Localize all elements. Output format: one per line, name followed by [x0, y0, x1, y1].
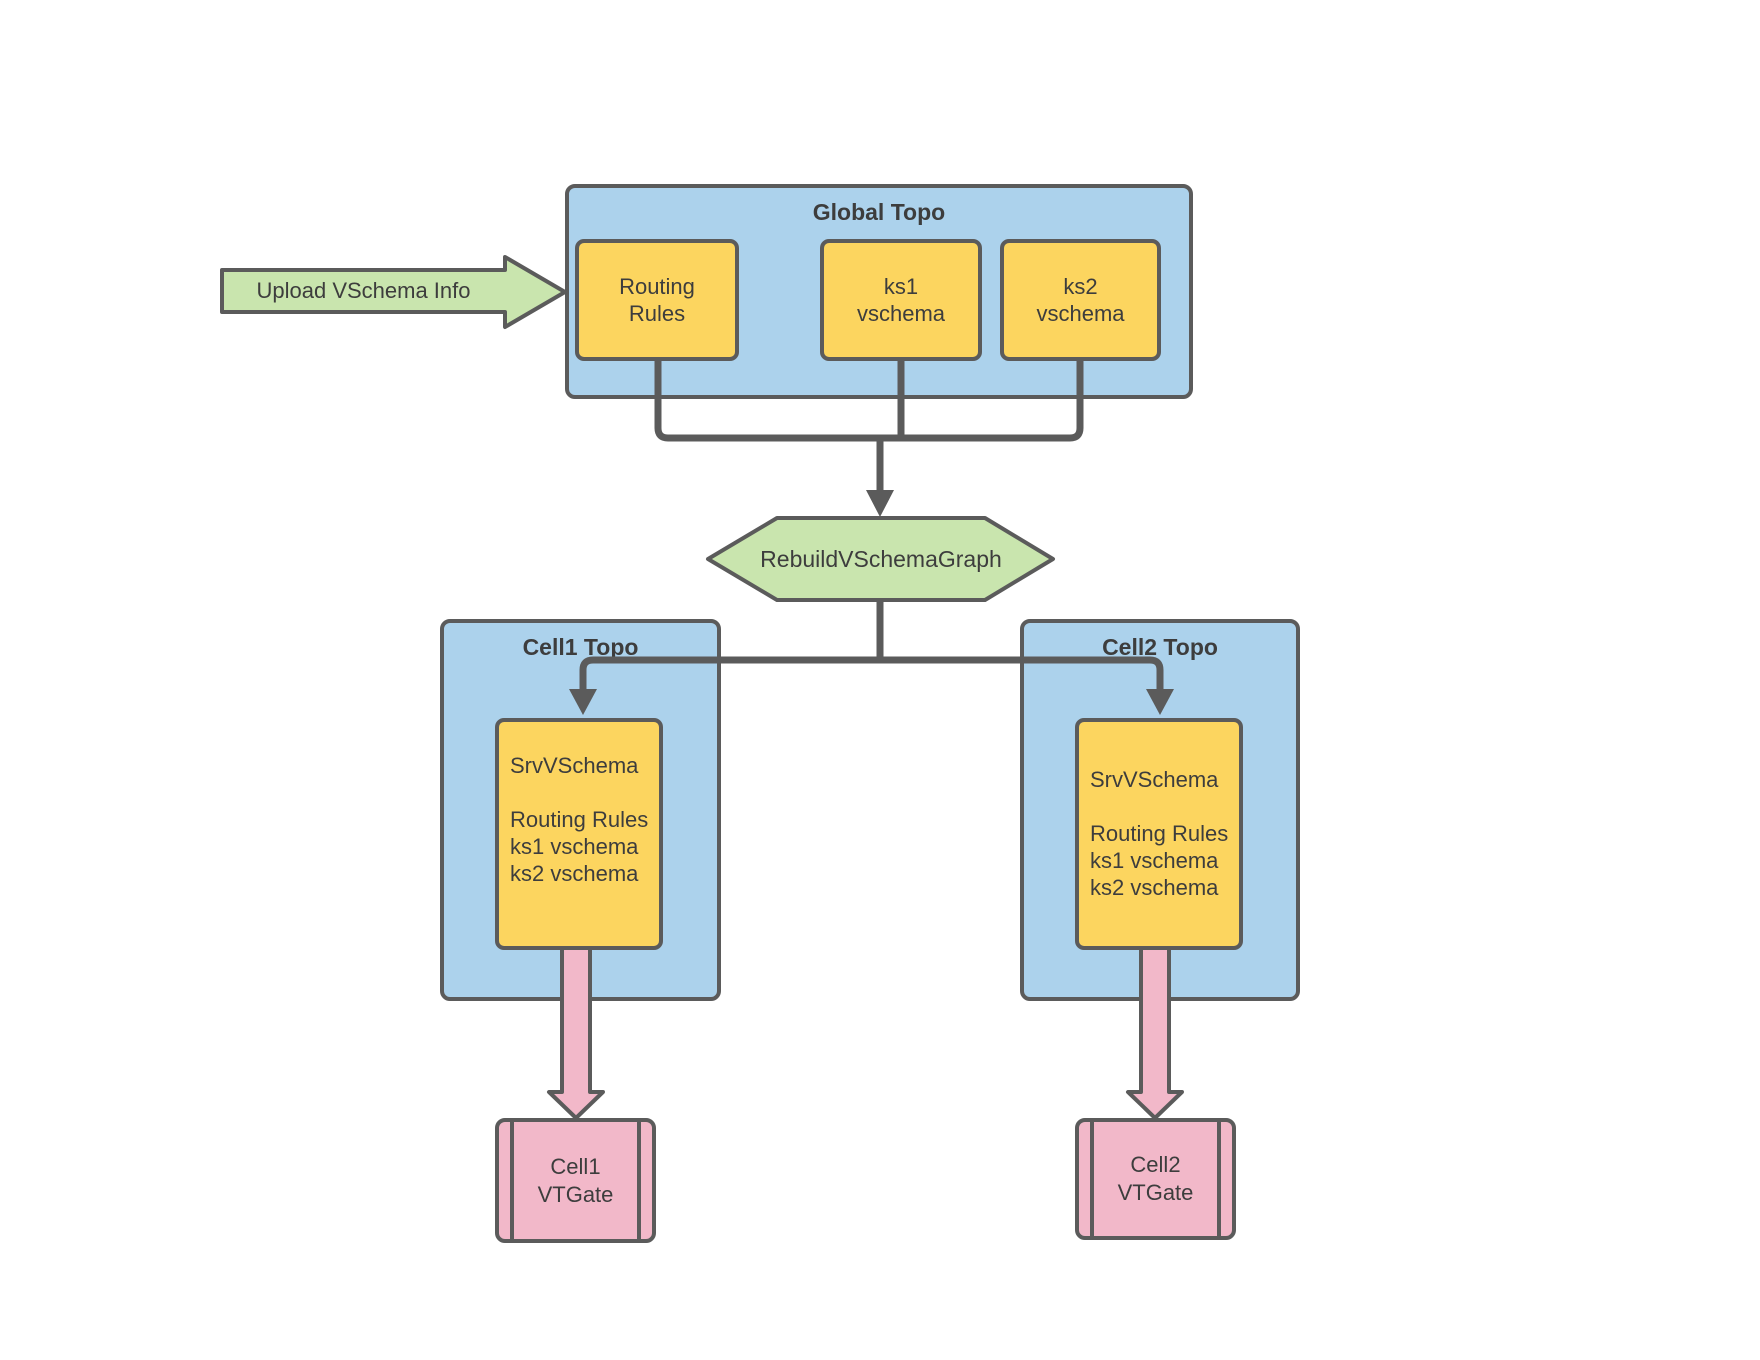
rebuild-arrowhead-icon	[866, 490, 894, 517]
cell1-vtgate-node: Cell1 VTGate	[495, 1118, 656, 1243]
cell2-srvvschema-node: SrvVSchema Routing Rules ks1 vschema ks2…	[1075, 718, 1243, 950]
right-arrow-shape	[220, 255, 567, 329]
cell1-topo-title: Cell1 Topo	[522, 634, 639, 660]
cell2-vtgate-node: Cell2 VTGate	[1075, 1118, 1236, 1240]
rebuild-vschema-graph-label: RebuildVSchemaGraph	[760, 545, 1002, 572]
hexagon-shape	[706, 516, 1055, 602]
cell1-srvvschema-node: SrvVSchema Routing Rules ks1 vschema ks2…	[495, 718, 663, 950]
vtgate-side-bar	[1217, 1122, 1221, 1236]
vtgate-side-bar	[1090, 1122, 1094, 1236]
upload-vschema-arrow: Upload VSchema Info	[218, 249, 572, 333]
rebuild-vschema-graph-step: RebuildVSchemaGraph	[704, 514, 1058, 604]
upload-vschema-label: Upload VSchema Info	[256, 278, 471, 303]
cell2-topo-title: Cell2 Topo	[1102, 634, 1218, 660]
routing-rules-node: Routing Rules	[575, 239, 739, 361]
vtgate-side-bar	[510, 1122, 514, 1239]
cell2-vtgate-label: Cell2 VTGate	[1117, 1152, 1194, 1205]
ks2-vschema-node: ks2 vschema	[1000, 239, 1161, 361]
ks1-vschema-node: ks1 vschema	[820, 239, 982, 361]
vtgate-side-bar	[637, 1122, 641, 1239]
cell1-vtgate-label: Cell1 VTGate	[537, 1153, 614, 1207]
global-topo-title: Global Topo	[812, 199, 946, 225]
